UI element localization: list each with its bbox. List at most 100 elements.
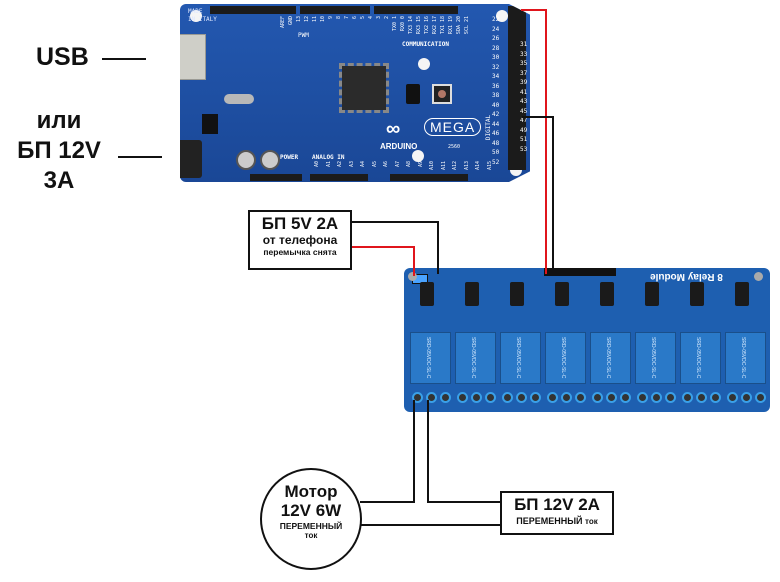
relay-model-text: SRD-05VDC-SL-C (695, 337, 701, 379)
signal-header (544, 268, 616, 276)
pin-label: 50 (492, 149, 500, 156)
screw-terminal (710, 392, 721, 403)
crystal (224, 94, 254, 104)
model-number: 2560 (448, 144, 461, 150)
pin-label: 24 (492, 25, 500, 33)
pwm-label: PWM (298, 32, 309, 39)
pin-label: 36 (492, 82, 500, 90)
relay-model-text: SRD-05VDC-SL-C (740, 337, 746, 379)
relay: SRD-05VDC-SL-C (680, 332, 721, 384)
psu-ac-title: БП 12V 2А (514, 495, 600, 514)
pin-label: 22 (492, 16, 500, 23)
motor-spec: 12V 6W (280, 501, 342, 521)
capacitor (236, 150, 256, 170)
pin-label: 52 (492, 158, 500, 166)
pin-label: 45 (520, 107, 528, 115)
relay-psu-wire (427, 400, 500, 503)
optocoupler (645, 282, 659, 306)
relay-model-text: SRD-05VDC-SL-C (650, 337, 656, 379)
relay: SRD-05VDC-SL-C (725, 332, 766, 384)
relay: SRD-05VDC-SL-C (545, 332, 586, 384)
top-header-3 (374, 6, 458, 14)
arduino-logo-text: ARDUINO (380, 142, 418, 151)
motor-label: Мотор 12V 6W ПЕРЕМЕННЫЙ ток (262, 482, 360, 541)
relay-motor-wire (360, 400, 415, 503)
screw-terminal (592, 392, 603, 403)
mounting-hole (754, 272, 763, 281)
relay: SRD-05VDC-SL-C (500, 332, 541, 384)
screw-terminal (530, 392, 541, 403)
power-header (250, 174, 302, 181)
screw-terminal (606, 392, 617, 403)
screw-terminal (457, 392, 468, 403)
mounting-hole (408, 272, 417, 281)
microcontroller-chip (339, 63, 389, 113)
psu5-box: БП 5V 2А от телефона перемычка снята (248, 210, 352, 270)
pin-label: 49 (520, 126, 528, 134)
reset-button (432, 84, 452, 104)
black-wire-signal (522, 116, 554, 274)
relay: SRD-05VDC-SL-C (590, 332, 631, 384)
pin-label: 40 (492, 101, 500, 109)
psu-ac-box: БП 12V 2А ПЕРЕМЕННЫЙ ток (500, 491, 614, 535)
psu5-jumper-note: перемычка снята (263, 247, 337, 258)
screw-terminal (637, 392, 648, 403)
psu12-label-line2: 3А (43, 167, 75, 194)
psu12-label-line1: БП 12V (17, 137, 101, 164)
relay-model-text: SRD-05VDC-SL-C (605, 337, 611, 379)
relay-model-text: SRD-05VDC-SL-C (515, 337, 521, 379)
pin-label: 42 (492, 111, 500, 118)
screw-terminal (727, 392, 738, 403)
screw-terminal (440, 392, 451, 403)
pin-label: 41 (520, 88, 528, 96)
pin-label: 44 (492, 120, 500, 128)
voltage-regulator (202, 114, 218, 134)
relay-model-text: SRD-05VDC-SL-C (425, 337, 431, 379)
pin-label: 37 (520, 69, 528, 77)
relay: SRD-05VDC-SL-C (455, 332, 496, 384)
psu5-black-wire (352, 221, 439, 274)
screw-terminal (682, 392, 693, 403)
or-label: или (36, 107, 82, 134)
screw-terminal (741, 392, 752, 403)
screw-terminal (620, 392, 631, 403)
mounting-hole (190, 10, 202, 22)
optocoupler (735, 282, 749, 306)
usb-port (180, 34, 206, 80)
screw-terminal (502, 392, 513, 403)
pin-label: 47 (520, 117, 528, 124)
pin-label: 26 (492, 35, 500, 42)
screw-terminal (547, 392, 558, 403)
psu-ac-subtitle-small: ток (585, 517, 598, 527)
made-in-italy-label: MADE IN ITALY (188, 8, 217, 24)
optocoupler (600, 282, 614, 306)
screw-terminal (426, 392, 437, 403)
usb-label: USB (36, 43, 89, 71)
icsp-header (406, 84, 420, 104)
screw-terminal (412, 392, 423, 403)
analog-header-2 (390, 174, 468, 181)
psu5-title: БП 5V 2А (261, 214, 339, 233)
analog-in-label: ANALOG IN (312, 154, 345, 161)
screw-terminal (561, 392, 572, 403)
pin-label: 53 (520, 145, 528, 153)
screw-terminal (471, 392, 482, 403)
pin-label: 38 (492, 92, 500, 99)
relay: SRD-05VDC-SL-C (410, 332, 451, 384)
optocoupler (510, 282, 524, 306)
pin-label: 39 (520, 79, 528, 86)
pin-label: 32 (492, 63, 500, 71)
psu5-red-wire (352, 246, 415, 276)
pin-label: 33 (520, 50, 528, 58)
screw-terminal (665, 392, 676, 403)
relay-model-text: SRD-05VDC-SL-C (560, 337, 566, 379)
relay-model-text: SRD-05VDC-SL-C (470, 337, 476, 379)
screw-terminal (516, 392, 527, 403)
analog-header-1 (310, 174, 368, 181)
relay: SRD-05VDC-SL-C (635, 332, 676, 384)
pin-label: 43 (520, 98, 528, 105)
digital-header (508, 6, 526, 170)
pin-label: 30 (492, 54, 500, 61)
motor-current-type: ПЕРЕМЕННЫЙ (279, 521, 343, 532)
